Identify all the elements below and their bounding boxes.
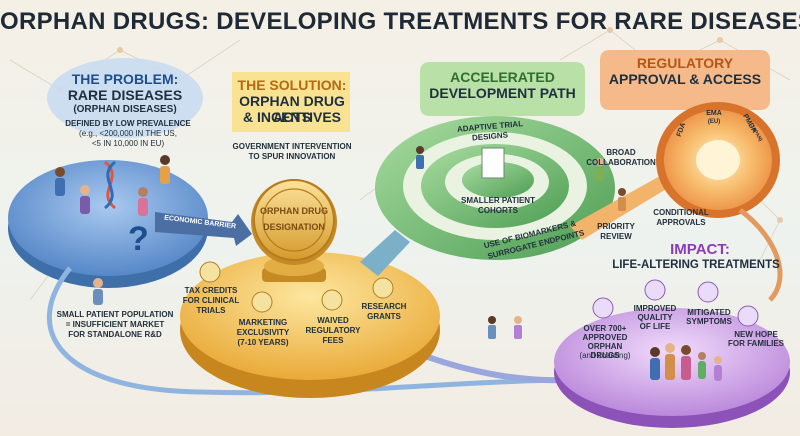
impact-heading: IMPACT:	[670, 241, 730, 258]
family-group	[650, 343, 722, 381]
incentive-icons	[199, 261, 394, 313]
exclusivity-2: EXCLUSIVITY	[236, 328, 290, 337]
impact-subheading: LIFE-ALTERING TREATMENTS	[612, 259, 780, 271]
new-hope-2: FOR FAMILIES	[728, 339, 784, 348]
mitigated-symptoms-1: MITIGATED	[687, 308, 731, 317]
problem-header-bubble	[47, 58, 203, 138]
solution-heading-3: & INCENTIVES	[242, 109, 341, 125]
problem-heading: THE PROBLEM:	[71, 71, 179, 87]
regulatory-heading-1: REGULATORY	[636, 55, 734, 71]
ema-label: EMA	[706, 110, 722, 117]
to-impact-arrow	[738, 208, 783, 302]
orphan-drug-medal	[251, 179, 337, 282]
market-text-1: SMALL PATIENT POPULATION	[56, 310, 174, 319]
waived-fees-2: REGULATORY	[305, 326, 361, 335]
impact-icons	[592, 279, 759, 327]
solution-heading-1: THE SOLUTION:	[237, 77, 347, 93]
regulatory-header-bubble	[600, 50, 770, 110]
conditional-approvals-1: CONDITIONAL	[653, 208, 709, 217]
problem-subheading: RARE DISEASES	[67, 87, 183, 103]
regulatory-heading-2: APPROVAL & ACCESS	[608, 71, 762, 87]
problem-definition: DEFINED BY LOW PREVALENCE	[65, 119, 191, 128]
tax-credit-1: TAX CREDITS	[184, 286, 238, 295]
development-heading-2: DEVELOPMENT PATH	[429, 85, 576, 101]
collaboration-1: BROAD	[606, 148, 636, 157]
tax-credit-3: TRIALS	[196, 306, 226, 315]
question-mark: ?	[128, 220, 149, 258]
quality-of-life-1: IMPROVED	[633, 304, 677, 313]
solution-sub-2: TO SPUR INNOVATION	[248, 152, 336, 161]
exclusivity-3: (7-10 YEARS)	[237, 338, 289, 347]
economic-barrier-arrow	[155, 212, 252, 246]
pipe	[360, 230, 410, 276]
research-grants-2: GRANTS	[367, 312, 401, 321]
problem-criteria-2: <5 IN 10,000 IN EU)	[91, 139, 165, 148]
priority-review-2: REVIEW	[600, 232, 632, 241]
tax-credit-2: FOR CLINICAL	[182, 296, 240, 305]
regulatory-funnel	[656, 102, 780, 218]
waived-fees-1: WAIVED	[317, 316, 349, 325]
approved-drugs-4: (and counting)	[579, 351, 631, 360]
development-spiral	[375, 116, 615, 260]
quality-of-life-3: OF LIFE	[639, 322, 671, 331]
approved-drugs-3: ORPHAN DRUGS	[587, 342, 623, 361]
medal-text-1: ORPHAN DRUG	[259, 206, 328, 216]
priority-review-1: PRIORITY	[597, 222, 635, 231]
development-header-bubble	[420, 62, 585, 116]
waived-fees-3: FEES	[322, 336, 344, 345]
problem-subheading-2: (ORPHAN DISEASES)	[73, 104, 177, 115]
problem-people	[55, 155, 170, 305]
medal-text-2: DESIGNATION	[263, 222, 325, 232]
smaller-cohorts-1: SMALLER PATIENT	[461, 196, 535, 205]
solution-heading-2: ORPHAN DRUG ACTS	[239, 93, 345, 125]
research-grants-1: RESEARCH	[361, 302, 407, 311]
quality-of-life-2: QUALITY	[637, 313, 673, 322]
exclusivity-1: MARKETING	[238, 318, 288, 327]
solution-header-bubble	[232, 72, 350, 132]
development-heading-1: ACCELERATED	[450, 69, 555, 85]
approved-drugs-2: APPROVED	[582, 333, 628, 342]
market-text-2: = INSUFFICIENT MARKET	[65, 320, 165, 329]
solution-sub-1: GOVERNMENT INTERVENTION	[232, 142, 352, 151]
ema-sub-label: (EU)	[707, 119, 721, 125]
collaboration-2: COLLABORATION	[586, 158, 656, 167]
development-people	[416, 146, 626, 339]
smaller-cohorts-2: COHORTS	[478, 206, 518, 215]
new-hope-1: NEW HOPE	[734, 330, 778, 339]
problem-criteria-1: (e.g., <200,000 IN THE US,	[79, 129, 177, 138]
dna-helix	[103, 160, 117, 210]
mitigated-symptoms-2: SYMPTOMS	[686, 317, 732, 326]
approved-drugs-1: OVER 700+	[583, 324, 627, 333]
market-text-3: FOR STANDALONE R&D	[68, 330, 162, 339]
conditional-approvals-2: APPROVALS	[656, 218, 706, 227]
page-title: ORPHAN DRUGS: DEVELOPING TREATMENTS FOR …	[0, 8, 800, 35]
lower-flow-arrow-1	[46, 266, 561, 396]
